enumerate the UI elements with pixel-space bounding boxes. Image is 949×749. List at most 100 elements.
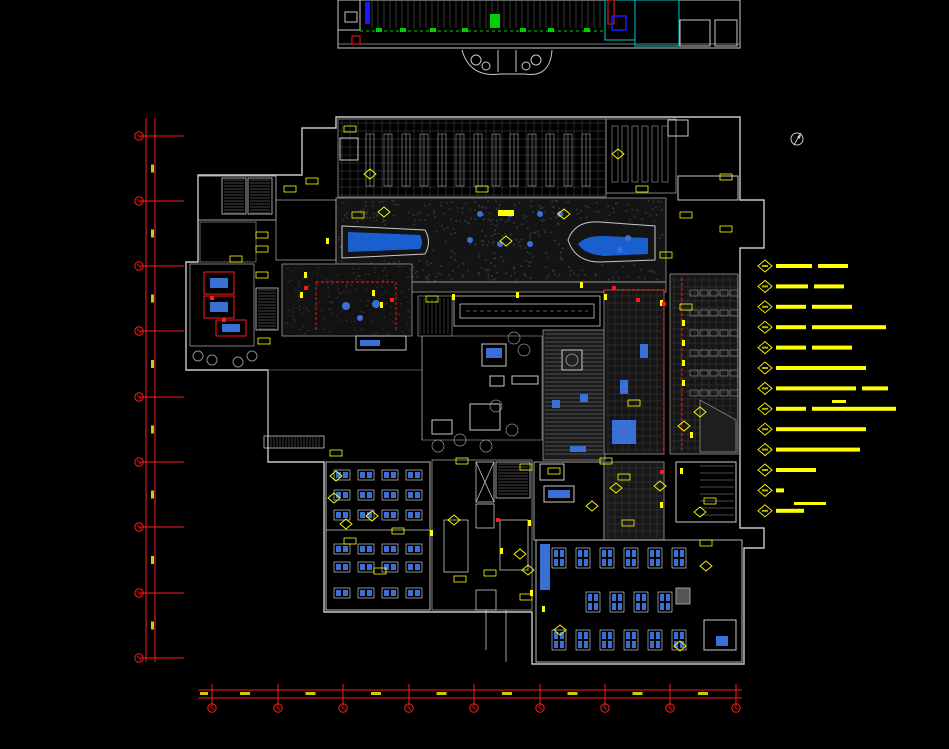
- desk-chair: [674, 550, 678, 557]
- desk-chair: [367, 546, 372, 552]
- equipment-marker: [604, 294, 607, 300]
- room-tag-box: [475, 185, 489, 193]
- left-service-core: [189, 175, 337, 347]
- lounge-seat: [477, 211, 483, 217]
- desk-chair: [336, 492, 341, 498]
- desk-chair: [612, 594, 616, 601]
- legend-diamond-icon: [757, 341, 773, 355]
- desk-row: [651, 125, 659, 183]
- lower-middle-rooms: [533, 461, 665, 541]
- desk-cluster: [357, 561, 375, 573]
- legend-diamond-icon: [757, 504, 773, 518]
- upper-colored-markings: [351, 0, 627, 45]
- legend-entry-bar: [776, 386, 856, 391]
- room-tag-box: [483, 569, 497, 577]
- desk: [719, 329, 729, 337]
- desk-chair: [360, 512, 365, 518]
- room-tag-box: [329, 449, 343, 457]
- desk-cluster: [381, 469, 399, 481]
- dimension-label: [698, 692, 708, 695]
- grid-bubble-icon: [535, 703, 545, 713]
- desk: [709, 309, 719, 317]
- desk-cluster: [381, 543, 399, 555]
- desk-chair: [578, 632, 582, 639]
- legend-entry-bar: [776, 447, 860, 452]
- room-tag-box: [255, 231, 269, 239]
- desk-chair: [656, 559, 660, 566]
- left-meeting-rooms: [192, 271, 258, 368]
- desk-chair: [594, 603, 598, 610]
- grid-bubble-icon: [600, 703, 610, 713]
- desk-chair: [360, 564, 365, 570]
- desk-chair: [391, 512, 396, 518]
- desk-chair: [650, 559, 654, 566]
- green-marker: [430, 28, 436, 32]
- desk: [729, 389, 739, 397]
- desk-chair: [560, 550, 564, 557]
- lounge-seat: [625, 235, 631, 241]
- room-tag-box: [257, 337, 271, 345]
- room-tag-diamond-icon: [521, 564, 535, 576]
- red-marker: [636, 298, 640, 302]
- desk-chair: [674, 632, 678, 639]
- room-tag-box: [343, 537, 357, 545]
- desk-cluster: [333, 509, 351, 521]
- desk-chair: [588, 594, 592, 601]
- desk: [699, 289, 709, 297]
- desk: [719, 309, 729, 317]
- desk-cluster: [333, 489, 351, 501]
- room-tag-box: [627, 399, 641, 407]
- lounge-seat: [497, 241, 503, 247]
- desk: [689, 329, 699, 337]
- desk-chair: [343, 546, 348, 552]
- desk-chair: [408, 512, 413, 518]
- desk-chair: [656, 632, 660, 639]
- room-tag-box: [679, 303, 693, 311]
- main-floor-plan: [185, 116, 765, 665]
- equipment-marker: [680, 468, 683, 474]
- desk-chair: [680, 641, 684, 648]
- desk-row: [631, 125, 639, 183]
- room-tag-box: [255, 271, 269, 279]
- green-marker: [376, 28, 382, 32]
- desk-cluster: [671, 547, 687, 569]
- desk-chair: [578, 641, 582, 648]
- desk-chair: [384, 546, 389, 552]
- desk-cluster: [633, 591, 649, 613]
- lounge-seat: [557, 211, 563, 217]
- plant: [246, 350, 258, 362]
- legend-diamond-icon: [757, 402, 773, 416]
- room-tag-diamond-icon: [327, 492, 341, 504]
- plant: [505, 423, 519, 437]
- desk-chair: [560, 559, 564, 566]
- desk-chair: [650, 632, 654, 639]
- desk-chair: [656, 641, 660, 648]
- left-entry-strip: [263, 336, 423, 449]
- room-tag-diamond-icon: [553, 624, 567, 636]
- desk-chair: [367, 472, 372, 478]
- room-tag-box: [255, 245, 269, 253]
- desk-chair: [367, 564, 372, 570]
- legend-entry-bar: [812, 345, 852, 350]
- desk-chair: [594, 594, 598, 601]
- legend-diamond-icon: [757, 361, 773, 375]
- desk-chair: [554, 632, 558, 639]
- red-marker: [660, 470, 664, 474]
- desk-chair: [415, 472, 420, 478]
- desk: [729, 309, 739, 317]
- desk-chair: [584, 559, 588, 566]
- room-tag-diamond-icon: [339, 518, 353, 530]
- green-marker: [584, 28, 590, 32]
- room-tag-box: [453, 575, 467, 583]
- north-arrow-icon: [790, 132, 804, 146]
- desk-cluster: [575, 547, 591, 569]
- equipment-marker: [528, 520, 531, 526]
- desk-chair: [554, 641, 558, 648]
- desk: [689, 289, 699, 297]
- room-tag-diamond-icon: [677, 420, 691, 432]
- grid-bubble-icon: [134, 392, 144, 402]
- legend-entry-bar: [776, 468, 816, 472]
- desk: [729, 349, 739, 357]
- desk-chair: [360, 590, 365, 596]
